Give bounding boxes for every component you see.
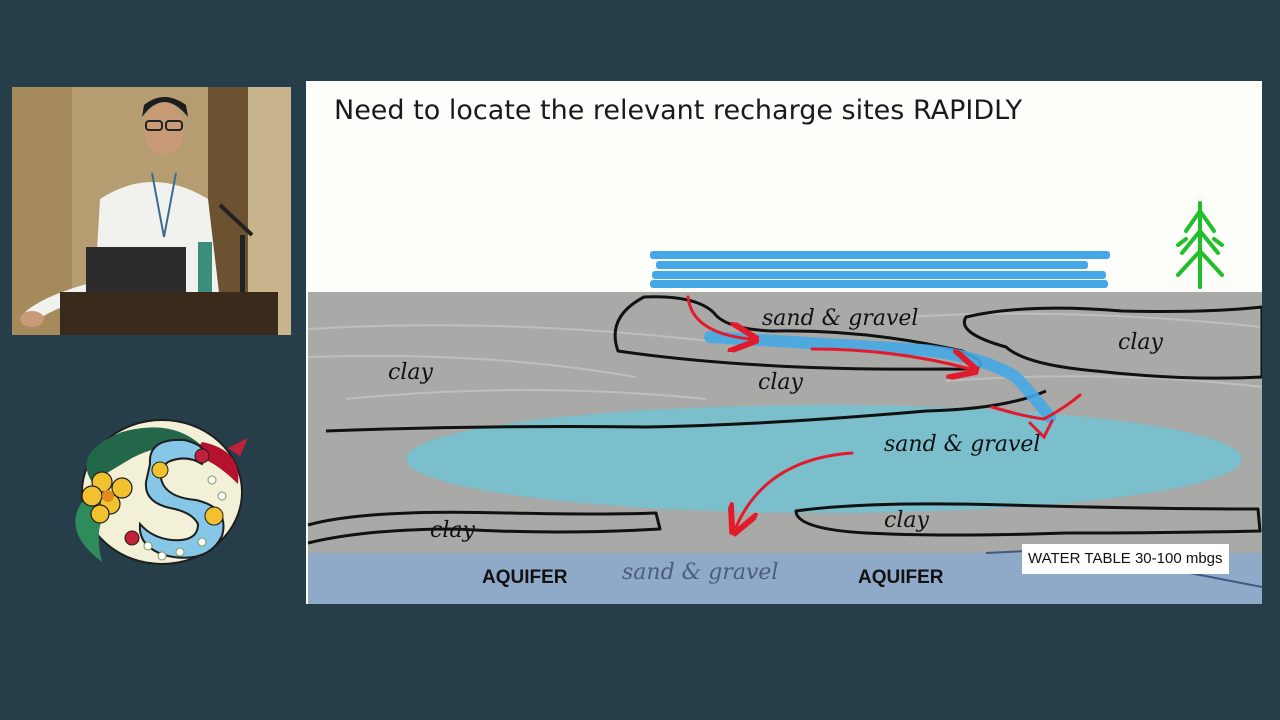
label-sand-gravel-middle: sand & gravel xyxy=(884,432,1040,457)
label-sand-gravel-top: sand & gravel xyxy=(762,306,918,331)
water-table-label: WATER TABLE 30-100 mbgs xyxy=(1022,544,1229,574)
label-clay-left: clay xyxy=(388,360,433,385)
label-clay-center: clay xyxy=(758,370,803,395)
slide: sand & gravel clay clay clay sand & grav… xyxy=(306,81,1262,604)
infiltration-path xyxy=(704,331,1056,423)
geology-diagram: sand & gravel clay clay clay sand & grav… xyxy=(307,201,1262,604)
label-clay-right: clay xyxy=(1118,330,1163,355)
tree-icon xyxy=(1176,201,1224,289)
slide-title: Need to locate the relevant recharge sit… xyxy=(334,95,1023,126)
label-sand-gravel-aquifer: sand & gravel xyxy=(622,560,778,585)
label-aquifer-left: AQUIFER xyxy=(482,567,568,588)
clay-outlines xyxy=(307,295,1262,545)
floral-s-logo xyxy=(52,412,262,572)
speaker-video xyxy=(12,87,291,335)
surface-water xyxy=(650,251,1110,288)
label-clay-bottom-left: clay xyxy=(430,518,475,543)
label-aquifer-right: AQUIFER xyxy=(858,567,944,588)
recharge-arrows xyxy=(686,295,1082,527)
sand-gravel-lens xyxy=(406,405,1242,513)
label-clay-bottom-right: clay xyxy=(884,508,929,533)
